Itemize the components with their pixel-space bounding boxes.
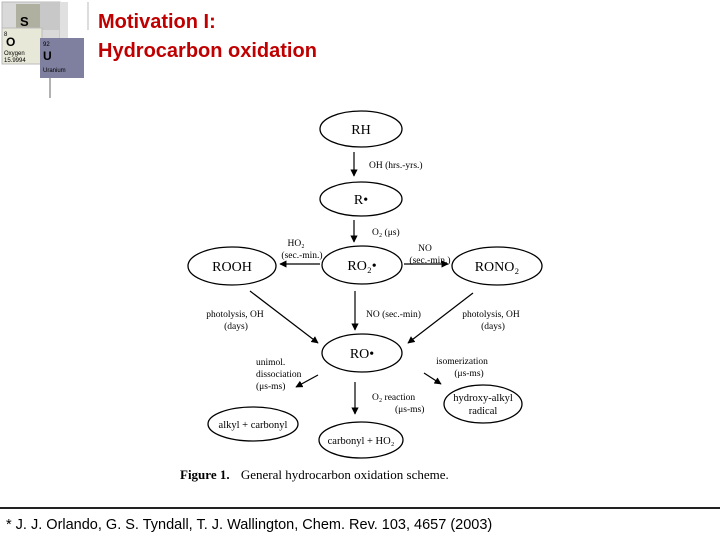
- oxygen-symbol: O: [6, 35, 15, 49]
- label-dissociation: dissociation: [256, 370, 302, 380]
- label-o2: O₂ (μs): [372, 227, 400, 238]
- arrow-rono2-to-ro: [407, 292, 474, 344]
- node-rooh-label: ROOH: [212, 260, 252, 275]
- uranium-tile: [40, 38, 84, 78]
- svg-text:Uranium: Uranium: [43, 68, 66, 74]
- svg-text:15.9994: 15.9994: [4, 58, 26, 64]
- label-no: NO: [418, 244, 432, 254]
- label-no-down: NO (sec.-min): [366, 309, 421, 320]
- uranium-symbol: U: [43, 49, 52, 63]
- node-rh-label: RH: [351, 123, 370, 138]
- node-ro2: [321, 245, 403, 285]
- sulfur-tile: [16, 4, 40, 32]
- node-rono2: [451, 246, 543, 286]
- arrow-rooh-to-ro: [249, 290, 319, 344]
- node-hydroxy-alkyl-line1: hydroxy-alkyl: [453, 393, 513, 404]
- node-ro: [321, 333, 403, 373]
- arrow-ro-to-hydroxy: [423, 372, 442, 385]
- slide-title: Motivation I: Hydrocarbon oxidation: [98, 8, 317, 66]
- node-alkyl-carbonyl-label: alkyl + carbonyl: [219, 420, 288, 431]
- node-rh: [319, 110, 403, 148]
- sulfur-symbol: S: [20, 14, 29, 29]
- label-photolysis-right: photolysis, OH: [462, 310, 520, 320]
- figure-caption-number: Figure 1.: [180, 467, 230, 482]
- node-r: [319, 181, 403, 217]
- label-photolysis-left: photolysis, OH: [206, 310, 264, 320]
- node-r-label: R•: [354, 193, 368, 208]
- label-photolysis-left-time: (days): [224, 321, 248, 332]
- node-hydroxy-alkyl-line2: radical: [469, 406, 498, 417]
- figure-caption-text: General hydrocarbon oxidation scheme.: [241, 467, 449, 482]
- label-oh: OH (hrs.-yrs.): [369, 160, 423, 171]
- label-ho2: HO₂: [287, 239, 304, 249]
- label-photolysis-right-time: (days): [481, 321, 505, 332]
- footer-divider: [0, 507, 720, 509]
- oxidation-scheme-diagram: RH R• RO₂• ROOH RONO₂ RO• alkyl + carbon…: [180, 110, 543, 482]
- node-carbonyl-ho2: [318, 421, 404, 459]
- periodic-table-logo: S 8 O Oxygen 15.9994 92 U Uranium: [0, 0, 95, 100]
- svg-text:Oxygen: Oxygen: [4, 51, 25, 57]
- label-o2-reaction: O₂ reaction: [372, 393, 415, 403]
- slide-title-line1: Motivation I:: [98, 11, 216, 33]
- label-isomerization-time: (μs-ms): [454, 368, 483, 379]
- svg-text:8: 8: [4, 32, 8, 38]
- node-ro-label: RO•: [350, 347, 374, 362]
- label-unimol: unimol.: [256, 358, 285, 368]
- oxygen-tile: [1, 27, 43, 65]
- figure-caption: Figure 1. General hydrocarbon oxidation …: [180, 467, 449, 482]
- node-alkyl-carbonyl: [207, 406, 299, 442]
- node-hydroxy-alkyl: [443, 384, 523, 424]
- node-ro2-label: RO₂•: [347, 259, 376, 274]
- label-unimol-time: (μs-ms): [256, 381, 285, 392]
- citation-footnote: * J. J. Orlando, G. S. Tyndall, T. J. Wa…: [6, 517, 493, 533]
- arrow-ro-to-alkyl: [295, 374, 319, 388]
- label-ho2-time: (sec.-min.): [281, 250, 322, 261]
- node-rono2-label: RONO₂: [475, 260, 520, 275]
- svg-text:92: 92: [43, 42, 50, 48]
- node-carbonyl-ho2-label: carbonyl + HO₂: [328, 436, 395, 447]
- label-no-time: (sec.-min.): [409, 255, 450, 266]
- label-isomerization: isomerization: [436, 357, 488, 367]
- label-o2-reaction-time: (μs-ms): [395, 404, 424, 415]
- node-rooh: [187, 246, 277, 286]
- slide-title-line2: Hydrocarbon oxidation: [98, 40, 317, 62]
